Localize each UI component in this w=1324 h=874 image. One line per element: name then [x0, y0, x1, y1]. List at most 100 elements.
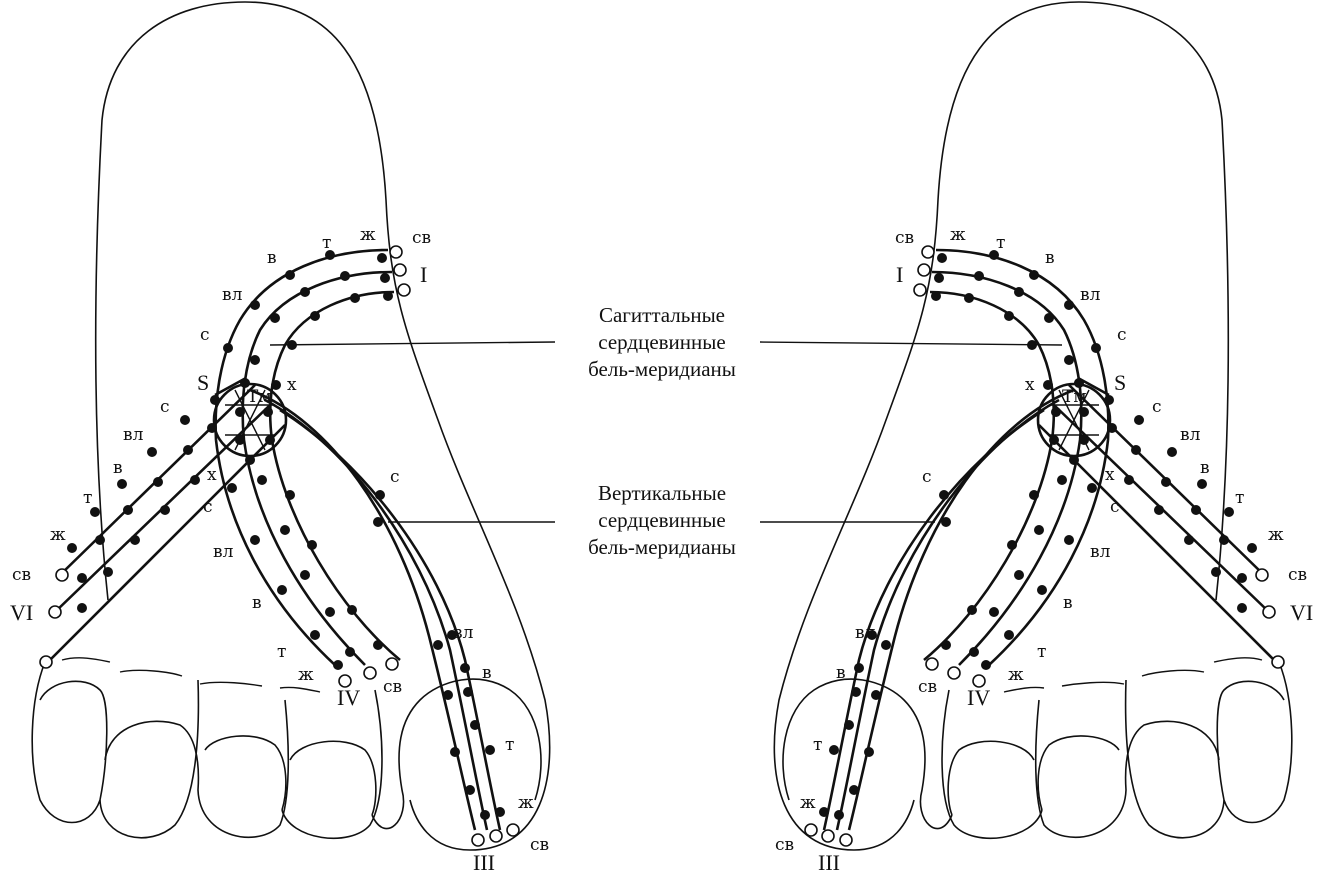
- right-label-zh-IV: ж: [1008, 665, 1024, 685]
- left-label-h-IV: х: [207, 465, 217, 485]
- right-sole-line-3: [1062, 682, 1124, 686]
- right-toe-4: [942, 690, 1042, 838]
- right-label-v-III: в: [836, 663, 846, 683]
- left-foot: св ж т в вл с I S х Тм с вл в т ж св VI …: [10, 2, 550, 874]
- left-label-sv-I: св: [412, 228, 431, 248]
- right-sole-line-4: [1004, 687, 1044, 692]
- right-label-sv-VI: св: [1288, 565, 1307, 585]
- right-toe-1: [1224, 662, 1292, 823]
- left-label-sv-III: св: [530, 835, 549, 855]
- left-label-zh-III: ж: [518, 793, 534, 813]
- left-label-sv-IV: св: [383, 677, 402, 697]
- right-label-v-IV: в: [1063, 593, 1073, 613]
- left-label-s-III: с: [390, 467, 400, 487]
- right-toe-3: [1036, 700, 1126, 837]
- left-label-v-I: в: [267, 248, 277, 268]
- left-toe-2b: [105, 721, 198, 790]
- left-foot-outline: [96, 2, 550, 850]
- left-label-vl-VI: вл: [123, 425, 144, 445]
- left-roman-III: III: [473, 850, 495, 874]
- sagittal-caption-line-2: сердцевинные: [598, 330, 725, 354]
- sagittal-caption-line-1: Сагиттальные: [599, 303, 725, 327]
- right-label-s-I: с: [1117, 325, 1127, 345]
- left-label-s-VI: с: [160, 397, 170, 417]
- right-label-sv-IV: св: [918, 677, 937, 697]
- right-label-sv-I: св: [895, 228, 914, 248]
- left-sole-line-1: [62, 658, 110, 662]
- left-label-vl-III: вл: [453, 623, 474, 643]
- right-toe-2b: [1126, 721, 1219, 790]
- right-label-s-IV: с: [1110, 497, 1120, 517]
- left-label-tm: Тм: [247, 387, 272, 407]
- vertical-caption-line-2: сердцевинные: [598, 508, 725, 532]
- left-toe-2: [100, 680, 198, 838]
- left-sagittal-arc-3: [270, 292, 394, 440]
- right-label-zh-VI: ж: [1268, 525, 1284, 545]
- left-sole-line-2: [120, 670, 182, 676]
- left-label-v-VI: в: [113, 458, 123, 478]
- left-toe-1b: [40, 681, 107, 800]
- left-label-zh-IV: ж: [298, 665, 314, 685]
- right-foot: [774, 2, 1291, 850]
- vertical-caption-line-1: Вертикальные: [598, 481, 726, 505]
- left-label-t-VI: т: [83, 488, 92, 508]
- left-label-v-IV: в: [252, 593, 262, 613]
- right-foot-outline: [774, 2, 1228, 850]
- left-label-vl-I: вл: [222, 285, 243, 305]
- right-roman-III: III: [818, 850, 840, 874]
- right-label-t-VI: т: [1235, 488, 1244, 508]
- right-label-tm: Тм: [1062, 387, 1087, 407]
- right-toe-1b: [1217, 681, 1284, 800]
- right-label-h-IV: х: [1105, 465, 1115, 485]
- sagittal-leader-left: [270, 342, 555, 345]
- left-label-zh-I: ж: [360, 225, 376, 245]
- left-label-h-top: х: [287, 375, 297, 395]
- right-label-vl-IV: вл: [1090, 542, 1111, 562]
- right-label-s-VI: с: [1152, 397, 1162, 417]
- right-label-t-I: т: [996, 233, 1005, 253]
- right-open-points: [805, 246, 1284, 846]
- right-label-t-III: т: [813, 735, 822, 755]
- right-label-zh-III: ж: [800, 793, 816, 813]
- left-sole-line-3: [200, 682, 262, 686]
- left-vert-3: [272, 440, 400, 660]
- right-sole-line-1: [1214, 658, 1262, 662]
- right-sagittal-arc-3: [930, 292, 1054, 440]
- right-label-vl-VI: вл: [1180, 425, 1201, 445]
- right-label-zh-I: ж: [950, 225, 966, 245]
- vertical-caption-line-3: бель-меридианы: [588, 535, 736, 559]
- left-toe-3b: [205, 736, 286, 810]
- sagittal-caption-line-3: бель-меридианы: [588, 357, 736, 381]
- right-meridian-points: [819, 250, 1257, 820]
- right-label-vl-III: вл: [855, 623, 876, 643]
- right-roman-I: I: [896, 262, 903, 287]
- right-vert-2: [959, 440, 1080, 665]
- left-roman-I: I: [420, 262, 427, 287]
- right-label-h-top: х: [1025, 375, 1035, 395]
- right-toe-2: [1126, 680, 1224, 838]
- sagittal-leader-right: [760, 342, 1062, 345]
- right-label-S: S: [1114, 370, 1126, 395]
- left-label-vl-IV: вл: [213, 542, 234, 562]
- left-meridian-points: [67, 250, 505, 820]
- right-label-sv-III: св: [775, 835, 794, 855]
- left-label-zh-VI: ж: [50, 525, 66, 545]
- left-label-sv-VI: св: [12, 565, 31, 585]
- left-label-S: S: [197, 370, 209, 395]
- right-toe-4b: [948, 741, 1034, 815]
- right-vert-5: [837, 400, 1059, 830]
- left-vert-2: [244, 440, 365, 665]
- left-label-t-III: т: [505, 735, 514, 755]
- left-vert-5: [265, 400, 487, 830]
- right-vert-3: [924, 440, 1052, 660]
- left-label-t-IV: т: [277, 642, 286, 662]
- right-roman-IV: IV: [967, 685, 990, 710]
- right-roman-VI: VI: [1290, 600, 1313, 625]
- right-label-v-I: в: [1045, 248, 1055, 268]
- right-toe-3b: [1038, 736, 1119, 810]
- right-label-s-III: с: [922, 467, 932, 487]
- left-label-t-I: т: [322, 233, 331, 253]
- left-roman-VI: VI: [10, 600, 33, 625]
- left-label-s-I: с: [200, 325, 210, 345]
